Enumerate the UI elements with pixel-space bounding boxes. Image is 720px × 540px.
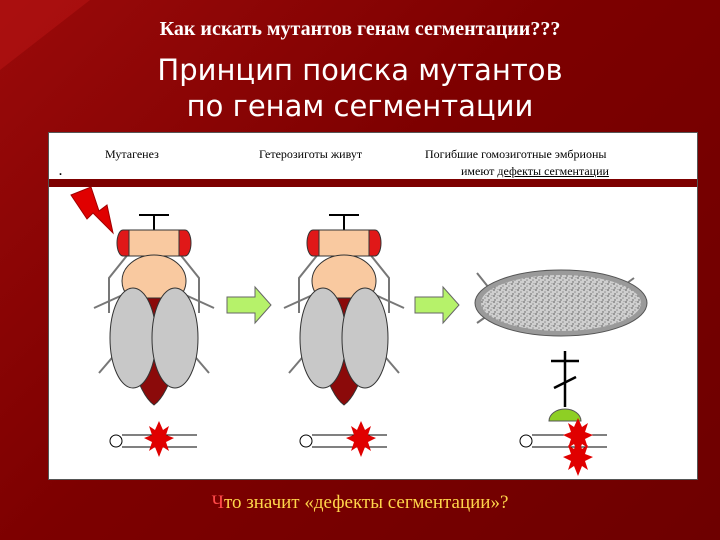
diagram-panel: Мутагенез Гетерозиготы живут Погибшие го… bbox=[48, 132, 698, 480]
bottom-question: Что значит «дефекты сегментации»? bbox=[0, 492, 720, 514]
arrow-right-icon bbox=[227, 287, 271, 323]
page-title: Принцип поиска мутантов по генам сегмент… bbox=[0, 52, 720, 124]
bottom-question-text: то значит «дефекты сегментации»? bbox=[224, 492, 508, 513]
lightning-icon bbox=[71, 187, 113, 233]
chromosome-icon bbox=[520, 435, 607, 447]
mutation-star-icon bbox=[346, 421, 376, 457]
title-line-2: по генам сегментации bbox=[0, 88, 720, 124]
bottom-question-first-letter: Ч bbox=[212, 492, 224, 513]
diagram-svg bbox=[49, 133, 697, 479]
title-line-1: Принцип поиска мутантов bbox=[0, 52, 720, 88]
embryo-icon bbox=[475, 270, 647, 336]
fly-icon bbox=[94, 215, 214, 405]
mutation-star-icon bbox=[144, 421, 174, 457]
grave-cross-icon bbox=[549, 351, 581, 421]
fly-icon bbox=[284, 215, 404, 405]
arrow-right-icon bbox=[415, 287, 459, 323]
mutation-star-icon bbox=[563, 440, 593, 476]
chromosome-icon bbox=[300, 435, 387, 447]
top-question: Как искать мутантов генам сегментации??? bbox=[0, 18, 720, 41]
